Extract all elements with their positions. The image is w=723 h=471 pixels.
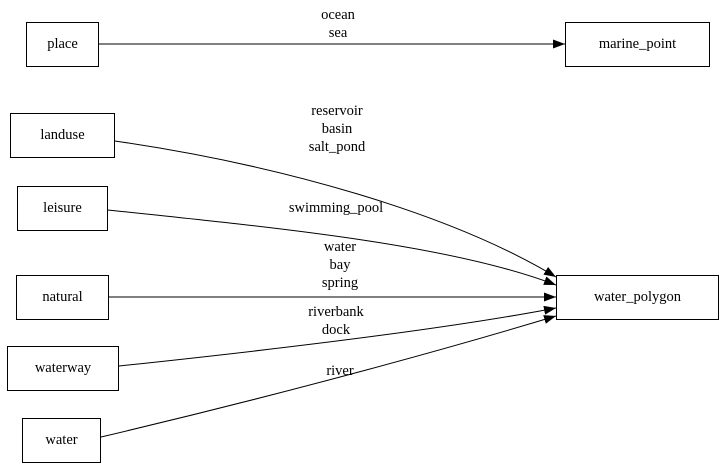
node-leisure: leisure — [17, 186, 108, 231]
edge-label-line: basin — [321, 121, 353, 137]
edge-label-line: dock — [321, 322, 351, 338]
edge-label-line: reservoir — [311, 103, 363, 119]
edge-label-line: river — [326, 363, 354, 379]
edge-label-landuse-water-polygon: reservoir basin salt_pond — [309, 102, 365, 156]
node-water: water — [22, 418, 101, 463]
node-marine-point: marine_point — [565, 22, 710, 67]
edge-label-line: riverbank — [308, 304, 364, 320]
node-waterway: waterway — [7, 346, 119, 391]
edge-label-waterway-water-polygon: riverbank dock — [308, 303, 364, 339]
edge-leisure-water_polygon — [107, 209, 557, 286]
edge-label-natural-water-polygon: water bay spring — [322, 238, 358, 292]
node-water-polygon-label: water_polygon — [594, 289, 681, 305]
edge-label-line: spring — [321, 275, 359, 291]
node-waterway-label: waterway — [34, 360, 92, 376]
edge-label-line: bay — [329, 257, 351, 273]
edge-waterway-water_polygon — [118, 305, 557, 367]
edge-label-line: ocean — [321, 7, 355, 23]
edge-label-line: swimming_pool — [288, 200, 384, 216]
node-place-label: place — [47, 36, 78, 52]
node-place: place — [26, 22, 99, 67]
edge-label-line: salt_pond — [308, 139, 366, 155]
edge-label-water-water-polygon: river — [326, 362, 353, 380]
edge-label-place-marine-point: ocean sea — [321, 6, 355, 42]
node-landuse: landuse — [10, 113, 115, 158]
node-water-label: water — [45, 432, 78, 448]
node-water-polygon: water_polygon — [556, 275, 719, 320]
edge-label-line: water — [323, 239, 357, 255]
node-leisure-label: leisure — [43, 200, 82, 216]
edge-label-line: sea — [328, 25, 348, 41]
node-natural-label: natural — [42, 289, 83, 305]
node-landuse-label: landuse — [40, 127, 85, 143]
node-natural: natural — [16, 275, 109, 320]
edge-label-leisure-water-polygon: swimming_pool — [289, 199, 383, 217]
edge-landuse-water_polygon — [114, 140, 557, 278]
node-marine-point-label: marine_point — [598, 36, 677, 52]
edge-water-water_polygon — [100, 315, 557, 438]
